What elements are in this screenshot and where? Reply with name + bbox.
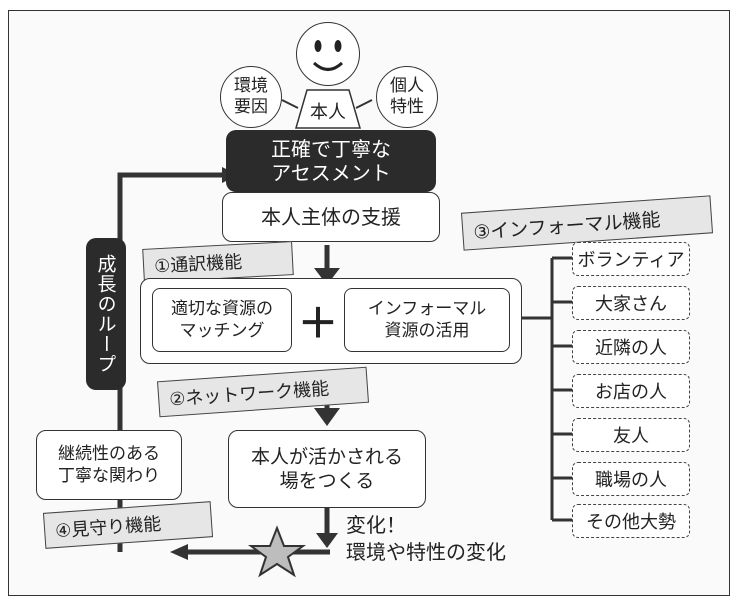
assessment-box: 正確で丁寧な アセスメント: [226, 130, 436, 192]
smiley-face-icon: [296, 22, 360, 86]
growth-loop-label: 成長のループ: [86, 238, 126, 390]
create-place-box: 本人が活かされる 場をつくる: [228, 430, 426, 508]
self-directed-support-box: 本人主体の支援: [222, 192, 440, 242]
arrow-to-loop: [170, 544, 188, 560]
resource-matching-box: 適切な資源の マッチング: [152, 288, 292, 352]
change-text: 変化！ 環境や特性の変化: [346, 513, 506, 564]
resource-item: 近隣の人: [572, 330, 690, 364]
star-icon: [247, 525, 307, 578]
resource-item: 職場の人: [572, 462, 690, 496]
continuity-box: 継続性のある 丁寧な関わり: [36, 430, 182, 500]
growth-loop-text: 成長のループ: [94, 254, 117, 374]
environment-factor-bubble: 環境 要因: [220, 66, 282, 128]
person-label: 本人: [310, 102, 346, 123]
informal-resource-box: インフォーマル 資源の活用: [344, 288, 510, 352]
resource-item: 大家さん: [572, 286, 690, 320]
resource-item: お店の人: [572, 374, 690, 408]
resource-item: ボランティア: [572, 242, 690, 276]
personal-trait-bubble: 個人 特性: [376, 66, 438, 128]
plus-sign: ＋: [298, 301, 338, 347]
resource-item: その他大勢: [572, 504, 690, 538]
resource-item: 友人: [572, 418, 690, 452]
